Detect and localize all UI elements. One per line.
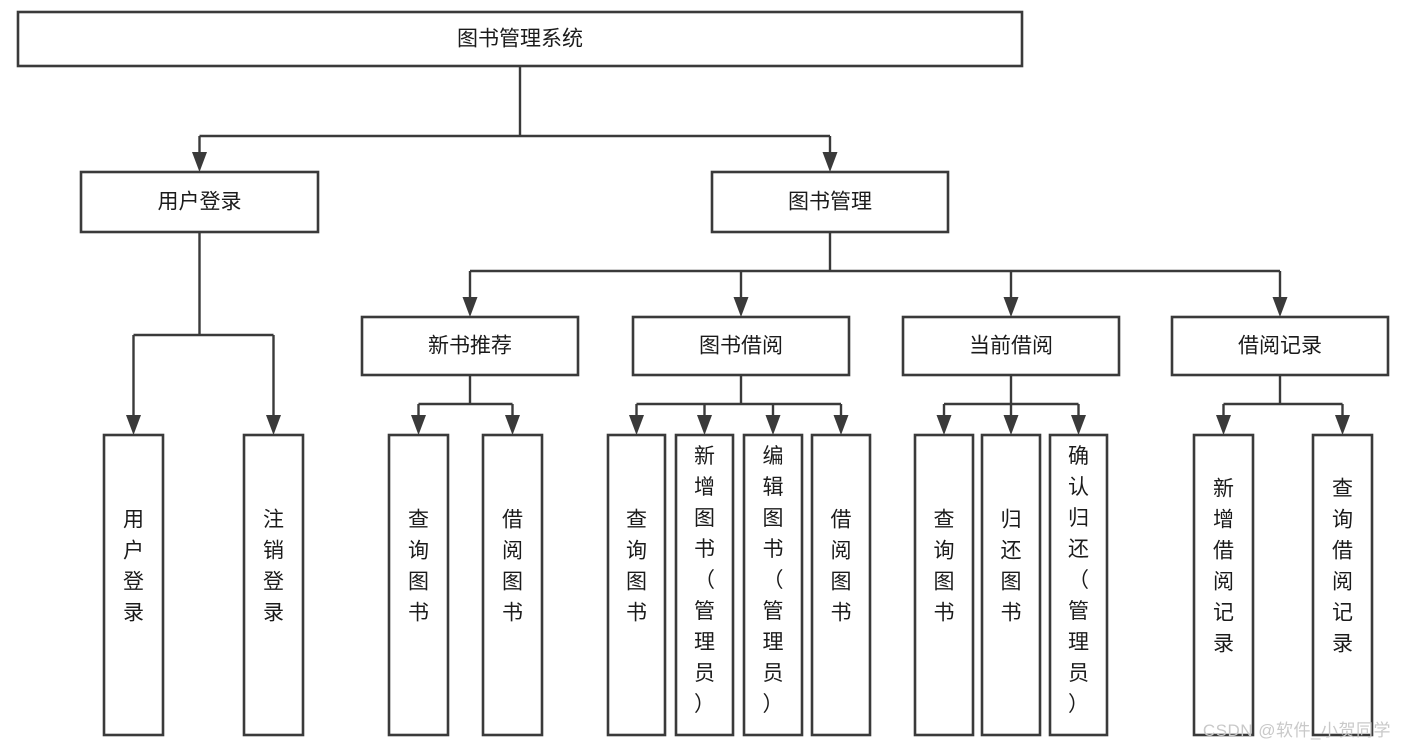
node-label-borrow-record: 借阅记录 bbox=[1238, 335, 1322, 358]
node-label-leaf-user-logout: 注销登录 bbox=[263, 508, 284, 624]
node-layer: 图书管理系统用户登录图书管理新书推荐图书借阅当前借阅借阅记录用户登录注销登录查询… bbox=[16, 10, 1390, 737]
node-box-leaf-add-book bbox=[674, 433, 735, 737]
node-box-leaf-borrow-book-1 bbox=[481, 433, 544, 737]
node-box-book-manage bbox=[710, 170, 950, 234]
node-box-user-login bbox=[79, 170, 320, 234]
node-root[interactable]: 图书管理系统 bbox=[16, 10, 1024, 68]
connector-group-book-borrow bbox=[629, 375, 849, 435]
node-box-leaf-query-book-3 bbox=[913, 433, 975, 737]
node-box-leaf-user-login bbox=[102, 433, 165, 737]
node-box-leaf-return-book bbox=[980, 433, 1042, 737]
node-book-manage[interactable]: 图书管理 bbox=[710, 170, 950, 234]
node-label-leaf-confirm-return: 确认归还（管理员） bbox=[1068, 445, 1089, 716]
node-leaf-query-book-3[interactable]: 查询图书 bbox=[913, 433, 975, 737]
node-box-book-borrow bbox=[631, 315, 851, 377]
node-box-leaf-confirm-return bbox=[1048, 433, 1109, 737]
node-label-leaf-add-book: 新增图书（管理员） bbox=[694, 445, 715, 716]
node-label-leaf-query-book-3: 查询图书 bbox=[934, 508, 955, 624]
node-label-leaf-user-login: 用户登录 bbox=[123, 508, 144, 624]
node-box-leaf-borrow-book-2 bbox=[810, 433, 872, 737]
node-leaf-edit-book[interactable]: 编辑图书（管理员） bbox=[742, 433, 804, 737]
node-label-root: 图书管理系统 bbox=[457, 28, 583, 51]
node-label-leaf-borrow-book-1: 借阅图书 bbox=[502, 508, 523, 624]
connector-group-book-manage bbox=[462, 232, 1288, 317]
node-leaf-user-logout[interactable]: 注销登录 bbox=[242, 433, 305, 737]
node-leaf-add-book[interactable]: 新增图书（管理员） bbox=[674, 433, 735, 737]
node-borrow-record[interactable]: 借阅记录 bbox=[1170, 315, 1390, 377]
node-leaf-borrow-book-1[interactable]: 借阅图书 bbox=[481, 433, 544, 737]
node-label-leaf-query-book-1: 查询图书 bbox=[408, 508, 429, 624]
node-label-leaf-query-borrow-record: 查询借阅记录 bbox=[1332, 477, 1353, 655]
connector-group-user-login bbox=[126, 232, 281, 435]
connector-group-new-book-recommend bbox=[411, 375, 520, 435]
node-user-login[interactable]: 用户登录 bbox=[79, 170, 320, 234]
node-box-leaf-add-borrow-record bbox=[1192, 433, 1255, 737]
node-label-leaf-return-book: 归还图书 bbox=[1001, 508, 1022, 624]
node-box-leaf-query-book-2 bbox=[606, 433, 667, 737]
node-box-new-book-recommend bbox=[360, 315, 580, 377]
connector-group-current-borrow bbox=[936, 375, 1086, 435]
node-box-leaf-user-logout bbox=[242, 433, 305, 737]
node-leaf-return-book[interactable]: 归还图书 bbox=[980, 433, 1042, 737]
node-current-borrow[interactable]: 当前借阅 bbox=[901, 315, 1121, 377]
node-label-current-borrow: 当前借阅 bbox=[969, 335, 1053, 358]
connector-group-borrow-record bbox=[1216, 375, 1350, 435]
node-leaf-query-book-2[interactable]: 查询图书 bbox=[606, 433, 667, 737]
node-leaf-query-borrow-record[interactable]: 查询借阅记录 bbox=[1311, 433, 1374, 737]
node-label-leaf-query-book-2: 查询图书 bbox=[626, 508, 647, 624]
node-box-leaf-query-borrow-record bbox=[1311, 433, 1374, 737]
node-leaf-add-borrow-record[interactable]: 新增借阅记录 bbox=[1192, 433, 1255, 737]
node-leaf-borrow-book-2[interactable]: 借阅图书 bbox=[810, 433, 872, 737]
connector-group-root bbox=[192, 66, 838, 172]
node-label-new-book-recommend: 新书推荐 bbox=[428, 335, 512, 358]
node-leaf-query-book-1[interactable]: 查询图书 bbox=[387, 433, 450, 737]
node-box-current-borrow bbox=[901, 315, 1121, 377]
node-box-root bbox=[16, 10, 1024, 68]
node-label-user-login: 用户登录 bbox=[158, 191, 242, 214]
node-label-leaf-add-borrow-record: 新增借阅记录 bbox=[1213, 477, 1234, 655]
node-label-leaf-edit-book: 编辑图书（管理员） bbox=[763, 445, 784, 716]
connector-layer bbox=[126, 66, 1350, 435]
node-label-book-borrow: 图书借阅 bbox=[699, 335, 783, 358]
node-leaf-user-login[interactable]: 用户登录 bbox=[102, 433, 165, 737]
node-leaf-confirm-return[interactable]: 确认归还（管理员） bbox=[1048, 433, 1109, 737]
node-book-borrow[interactable]: 图书借阅 bbox=[631, 315, 851, 377]
node-box-leaf-edit-book bbox=[742, 433, 804, 737]
node-box-borrow-record bbox=[1170, 315, 1390, 377]
node-label-leaf-borrow-book-2: 借阅图书 bbox=[831, 508, 852, 624]
node-label-book-manage: 图书管理 bbox=[788, 191, 872, 214]
node-new-book-recommend[interactable]: 新书推荐 bbox=[360, 315, 580, 377]
node-box-leaf-query-book-1 bbox=[387, 433, 450, 737]
